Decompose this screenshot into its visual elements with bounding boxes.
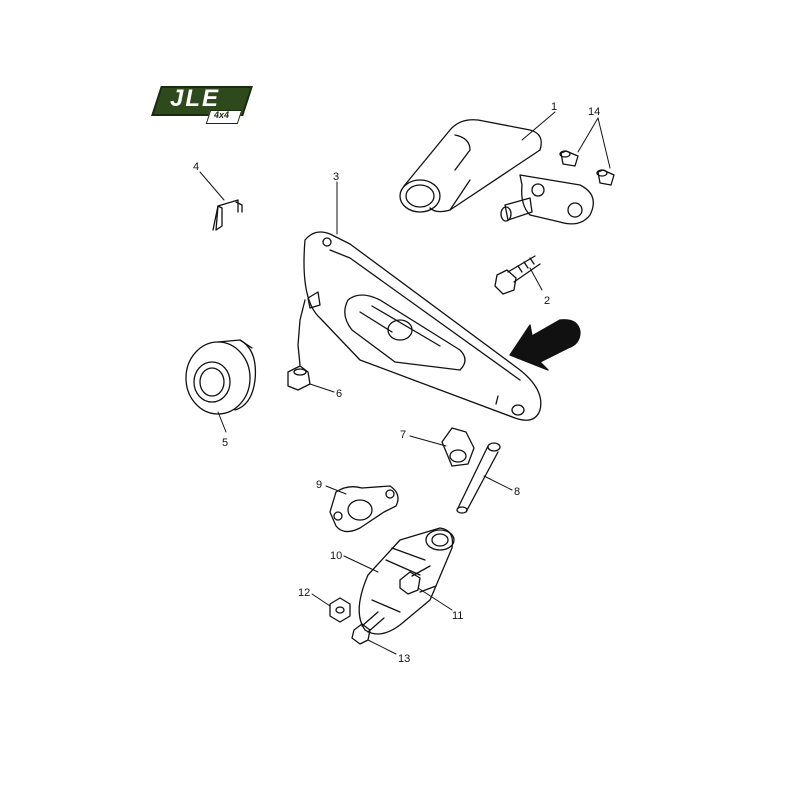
- callout-8: 8: [514, 486, 520, 498]
- callout-14: 14: [588, 106, 600, 118]
- part-8-pin: [456, 442, 501, 514]
- part-7-pivot: [441, 427, 475, 467]
- part-1-shaft-lever: [399, 119, 594, 225]
- part-6-retainer: [287, 365, 311, 391]
- callout-10: 10: [330, 550, 342, 562]
- callout-3: 3: [333, 171, 339, 183]
- part-10-slave-cylinder: [358, 527, 455, 635]
- callout-11: 11: [452, 610, 463, 622]
- callout-5: 5: [222, 437, 228, 449]
- part-2-bolt: [494, 255, 541, 295]
- pointer-arrow: [509, 319, 581, 371]
- logo-badge-text: 4x4: [214, 110, 230, 120]
- callout-12: 12: [298, 587, 310, 599]
- part-11-bolt: [399, 565, 431, 595]
- callout-7: 7: [400, 429, 406, 441]
- part-9-gasket: [329, 485, 399, 533]
- callout-numbers: 1 2 3 4 5 6 7 8 9 10 11 12 13 14: [193, 101, 600, 665]
- part-12-nut: [329, 597, 351, 623]
- part-3-release-lever: [297, 231, 542, 421]
- callout-4: 4: [193, 161, 199, 173]
- callout-2: 2: [544, 295, 550, 307]
- callout-13: 13: [398, 653, 410, 665]
- part-4-clip: [212, 199, 243, 231]
- callout-6: 6: [336, 388, 342, 400]
- leader-lines: [199, 111, 611, 655]
- part-13-bleed-screw: [351, 611, 385, 645]
- part-14-bushes: [559, 150, 615, 186]
- jle-logo: JLE 4x4: [150, 85, 253, 124]
- callout-9: 9: [316, 479, 322, 491]
- callout-1: 1: [551, 101, 557, 113]
- logo-brand-text: JLE: [170, 85, 221, 112]
- part-5-release-bearing: [185, 339, 257, 415]
